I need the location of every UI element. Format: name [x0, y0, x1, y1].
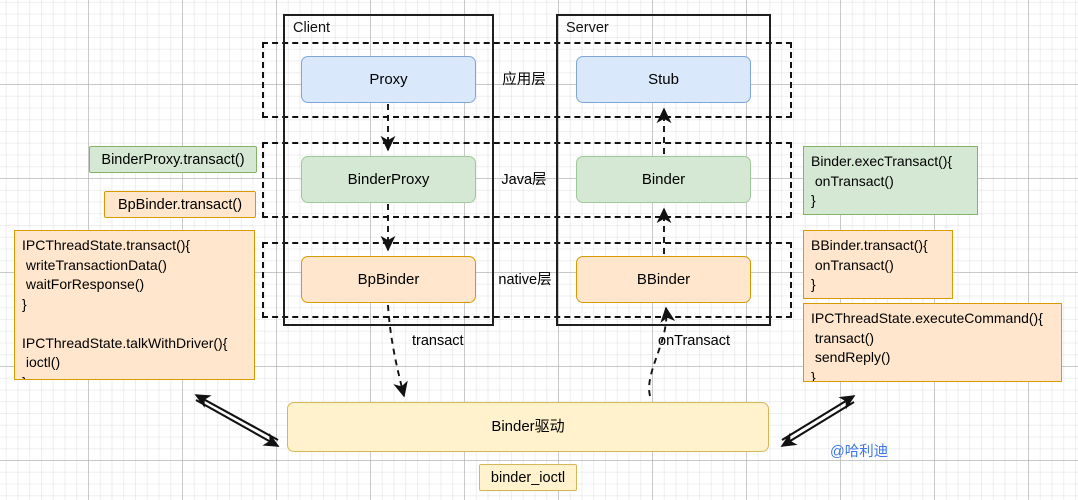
client-frame-label: Client	[293, 20, 331, 36]
tag-binderproxy-transact[interactable]: BinderProxy.transact()	[89, 146, 257, 173]
layer-label-native: native层	[498, 272, 552, 288]
node-bp-binder[interactable]: BpBinder	[301, 256, 476, 303]
layer-band-java	[262, 142, 792, 218]
arrow-driver-right-in	[780, 401, 855, 447]
node-b-binder[interactable]: BBinder	[576, 256, 751, 303]
layer-label-app: 应用层	[502, 72, 546, 88]
arrow-driver-right-out	[781, 395, 856, 441]
arrow-driver-left-in	[195, 399, 280, 447]
arrow-driver-left-out	[194, 394, 279, 441]
watermark-author: @哈利迪	[830, 444, 889, 460]
callout-ipcthreadstate-executecommand[interactable]: IPCThreadState.executeCommand(){ transac…	[803, 303, 1062, 382]
edge-label-ontransact: onTransact	[658, 333, 730, 349]
node-binder-proxy[interactable]: BinderProxy	[301, 156, 476, 203]
node-binder[interactable]: Binder	[576, 156, 751, 203]
node-binder-driver[interactable]: Binder驱动	[287, 402, 769, 452]
callout-bbinder-transact[interactable]: BBinder.transact(){ onTransact() }	[803, 230, 953, 299]
callout-binder-exectransact[interactable]: Binder.execTransact(){ onTransact() }	[803, 146, 978, 215]
node-stub[interactable]: Stub	[576, 56, 751, 103]
tag-bpbinder-transact[interactable]: BpBinder.transact()	[104, 191, 256, 218]
layer-band-app	[262, 42, 792, 118]
layer-band-native	[262, 242, 792, 318]
edge-label-transact: transact	[412, 333, 464, 349]
callout-ipcthreadstate-client[interactable]: IPCThreadState.transact(){ writeTransact…	[14, 230, 255, 380]
node-proxy[interactable]: Proxy	[301, 56, 476, 103]
layer-label-java: Java层	[501, 172, 547, 188]
server-frame-label: Server	[566, 20, 609, 36]
tag-binder-ioctl[interactable]: binder_ioctl	[479, 464, 577, 491]
